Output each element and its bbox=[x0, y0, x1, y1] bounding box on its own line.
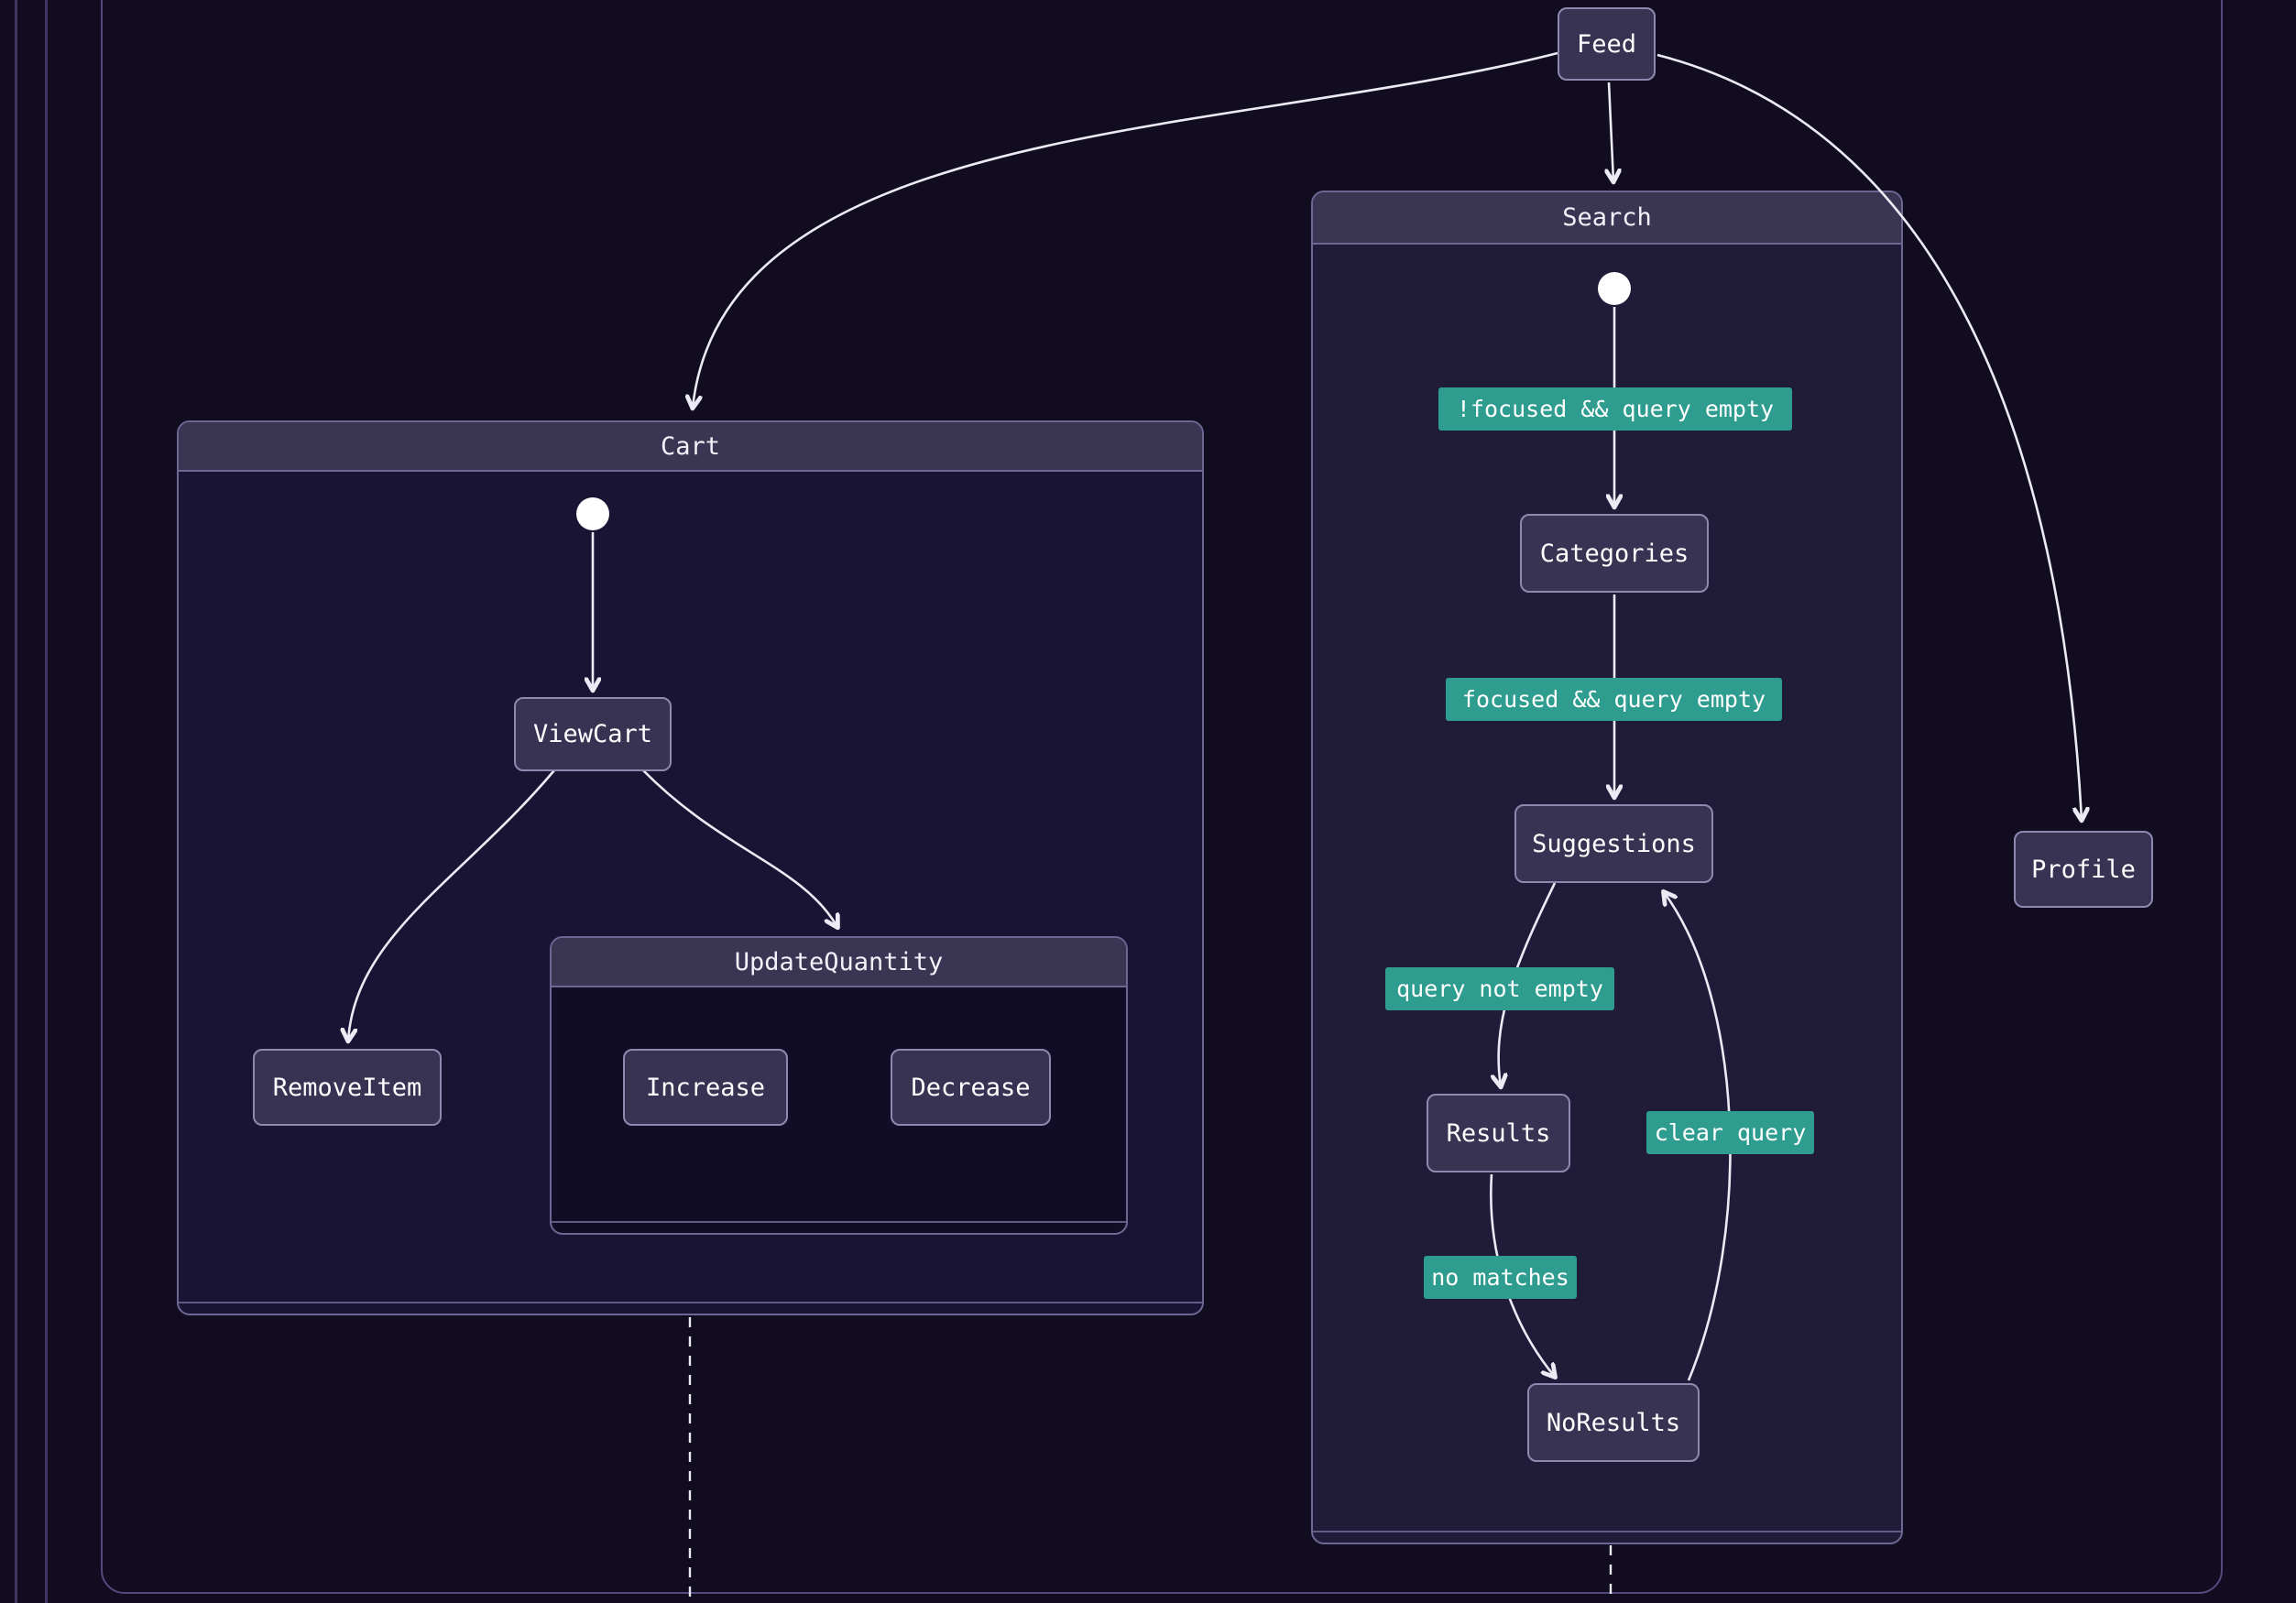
state-categories[interactable]: Categories bbox=[1520, 514, 1709, 593]
state-decrease-label: Decrease bbox=[911, 1073, 1031, 1102]
event-badge-clear-query[interactable]: clear query bbox=[1646, 1111, 1814, 1154]
state-increase[interactable]: Increase bbox=[623, 1049, 788, 1126]
state-cart-header[interactable]: Cart bbox=[179, 422, 1202, 472]
state-removeitem-label: RemoveItem bbox=[272, 1073, 422, 1102]
event-badge-no-matches[interactable]: no matches bbox=[1424, 1256, 1577, 1299]
outer-frame-line-1 bbox=[15, 0, 17, 1603]
event-badge-query-not-empty[interactable]: query not empty bbox=[1385, 967, 1614, 1010]
search-initial-state-dot bbox=[1598, 272, 1631, 305]
event-badge-focused-query-empty[interactable]: focused && query empty bbox=[1446, 678, 1782, 721]
state-update-quantity-title: UpdateQuantity bbox=[734, 947, 944, 976]
state-feed[interactable]: Feed bbox=[1558, 7, 1656, 81]
state-noresults-label: NoResults bbox=[1546, 1408, 1681, 1437]
state-removeitem[interactable]: RemoveItem bbox=[253, 1049, 442, 1126]
state-suggestions-label: Suggestions bbox=[1532, 829, 1696, 858]
state-profile-label: Profile bbox=[2031, 855, 2136, 884]
cart-initial-state-dot bbox=[576, 497, 609, 530]
state-decrease[interactable]: Decrease bbox=[891, 1049, 1051, 1126]
state-increase-label: Increase bbox=[645, 1073, 766, 1102]
state-noresults[interactable]: NoResults bbox=[1527, 1383, 1700, 1462]
state-categories-label: Categories bbox=[1539, 539, 1689, 568]
state-feed-label: Feed bbox=[1576, 29, 1637, 59]
outer-frame-line-2 bbox=[45, 0, 48, 1603]
state-update-quantity-footer-line bbox=[552, 1221, 1126, 1223]
state-cart-footer-line bbox=[179, 1302, 1202, 1303]
machine-container-border bbox=[101, 0, 2223, 1594]
state-suggestions[interactable]: Suggestions bbox=[1514, 804, 1713, 883]
state-update-quantity-header[interactable]: UpdateQuantity bbox=[552, 938, 1126, 987]
state-search-title: Search bbox=[1562, 203, 1652, 232]
state-profile[interactable]: Profile bbox=[2014, 831, 2153, 908]
state-search-footer-line bbox=[1313, 1531, 1901, 1532]
state-search-header[interactable]: Search bbox=[1313, 192, 1901, 245]
event-badge-not-focused-query-empty[interactable]: !focused && query empty bbox=[1438, 387, 1792, 431]
state-results[interactable]: Results bbox=[1427, 1094, 1570, 1172]
state-cart-title: Cart bbox=[660, 431, 721, 461]
state-viewcart[interactable]: ViewCart bbox=[514, 697, 672, 771]
state-viewcart-label: ViewCart bbox=[532, 720, 653, 748]
state-results-label: Results bbox=[1446, 1118, 1551, 1148]
